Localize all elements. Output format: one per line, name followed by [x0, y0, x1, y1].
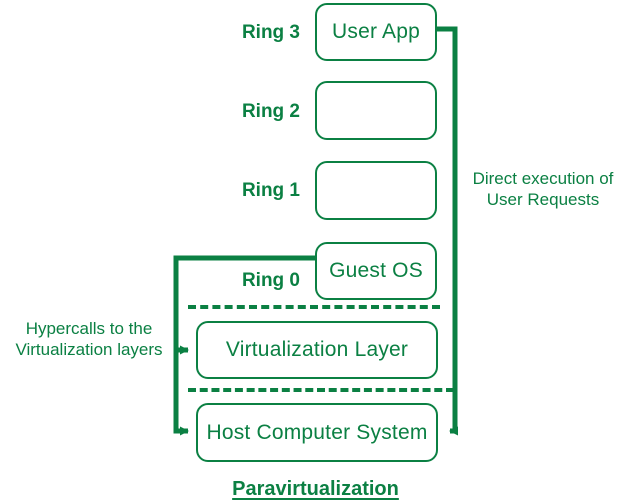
dashed-separator-top [188, 305, 440, 309]
box-user-app[interactable]: User App [315, 3, 437, 61]
arrow-userapp-to-host [437, 26, 458, 436]
box-guest-os[interactable]: Guest OS [315, 242, 437, 300]
box-ring1[interactable] [315, 161, 437, 220]
box-host-computer-system-label: Host Computer System [206, 420, 428, 444]
ring-label-3: Ring 3 [241, 22, 300, 43]
box-virtualization-layer[interactable]: Virtualization Layer [196, 321, 438, 379]
ring-label-1: Ring 1 [241, 180, 300, 201]
box-virtualization-layer-label: Virtualization Layer [225, 338, 409, 361]
box-ring2[interactable] [315, 81, 437, 140]
note-hypercalls: Hypercalls to the Virtualization layers [15, 319, 163, 359]
box-guest-os-label: Guest OS [329, 259, 423, 282]
box-user-app-label: User App [332, 20, 420, 43]
ring-label-0: Ring 0 [241, 270, 300, 291]
dashed-separator-bottom [188, 388, 454, 392]
ring-label-2: Ring 2 [241, 101, 300, 122]
box-host-computer-system[interactable]: Host Computer System [196, 403, 438, 462]
note-direct-execution: Direct execution of User Requests [472, 169, 614, 209]
diagram-title: Paravirtualization [232, 478, 399, 500]
